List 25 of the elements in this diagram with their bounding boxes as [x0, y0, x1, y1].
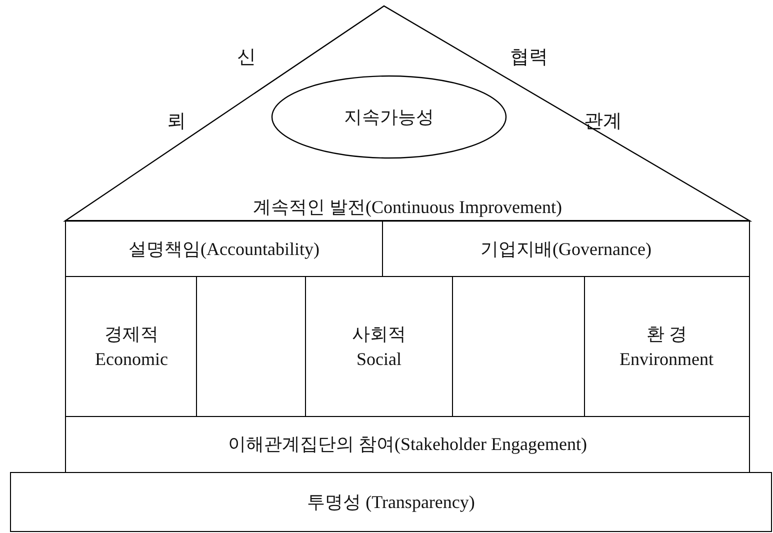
- box: [382, 220, 750, 277]
- box-sublabel: Economic: [95, 348, 168, 370]
- box-label: 이해관계집단의 참여(Stakeholder Engagement): [228, 432, 587, 456]
- empty-box: [452, 276, 585, 417]
- empty-box: [196, 276, 306, 417]
- box-label: 투명성 (Transparency): [307, 490, 475, 514]
- box-label: 사회적: [352, 323, 406, 346]
- box: [65, 220, 383, 277]
- box: [305, 276, 453, 417]
- box-label: 기업지배(Governance): [480, 238, 652, 261]
- box: [65, 276, 197, 417]
- box-label: 경제적: [104, 323, 158, 346]
- roof-side-label: 뢰: [167, 110, 186, 134]
- box: [65, 416, 750, 473]
- box-label: 계속적인 발전(Continuous Improvement): [253, 196, 562, 219]
- box-sublabel: Social: [356, 348, 402, 370]
- box-sublabel: Environment: [620, 348, 714, 370]
- box-label: 환 경: [646, 323, 687, 346]
- box-label: 설명책임(Accountability): [128, 238, 320, 261]
- roof-side-label: 관계: [584, 110, 622, 134]
- box: [584, 276, 750, 417]
- roof-side-label: 협력: [510, 46, 548, 70]
- box-label: 지속가능성: [344, 106, 434, 129]
- roof-side-label: 신: [237, 46, 256, 70]
- box: [10, 472, 772, 532]
